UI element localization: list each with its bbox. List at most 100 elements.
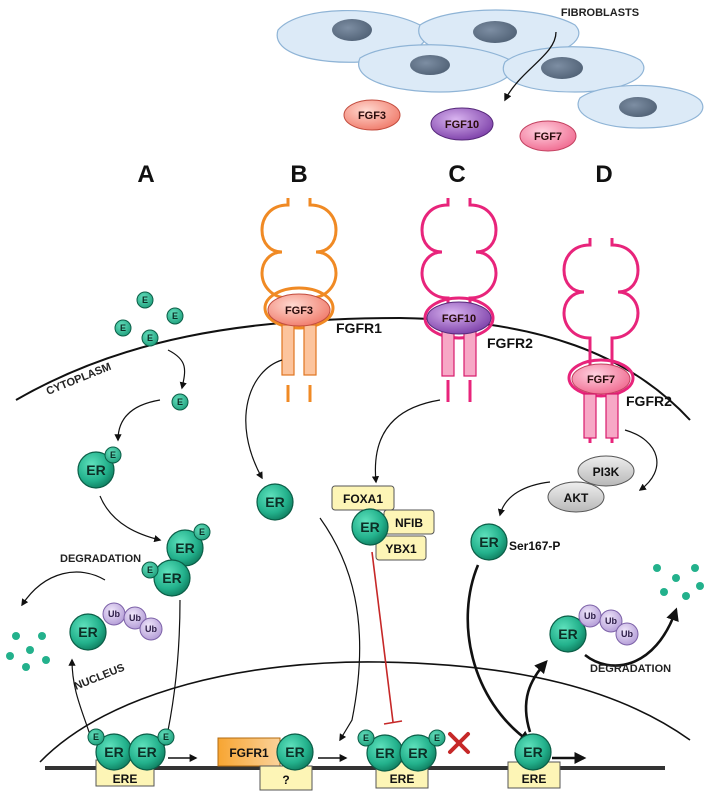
fibroblast-cluster [276,9,704,129]
fgfr1-kinase-domain [281,324,295,376]
svg-text:Ub: Ub [129,613,141,623]
cytoplasmic-er-b: ER [256,483,294,521]
svg-text:Ub: Ub [108,609,120,619]
er-dimer: ER E ER E [141,523,211,597]
svg-text:Ub: Ub [621,629,633,639]
foxa1-box: FOXA1 [331,485,395,511]
svg-text:ER: ER [360,519,379,535]
ser167-label: Ser167-P [509,539,560,553]
fgfr2-receptor-c [420,198,498,402]
svg-text:FGF7: FGF7 [534,131,562,143]
svg-text:E: E [172,311,178,321]
ubiquitinated-er-d: ER Ub Ub Ub [549,604,639,653]
svg-text:E: E [93,732,99,742]
nuclear-er-d: ER [514,733,552,771]
svg-text:ER: ER [104,744,123,760]
svg-text:FGF7: FGF7 [587,374,615,386]
svg-text:AKT: AKT [564,491,589,505]
fgfr2-label-d: FGFR2 [626,393,672,409]
svg-text:NFIB: NFIB [395,516,423,530]
svg-text:YBX1: YBX1 [385,542,417,556]
svg-text:ER: ER [523,744,542,760]
svg-text:ERE: ERE [113,772,138,786]
plasma-membrane [15,316,691,421]
er-dimer-on-ere-c: ER ER E E [357,729,446,772]
fibroblast-cell [577,84,704,129]
svg-text:E: E [120,323,126,333]
svg-text:ER: ER [558,626,577,642]
svg-text:E: E [147,565,153,575]
bound-fgf3: FGF3 [267,293,331,327]
degradation-label-a: DEGRADATION [60,553,141,565]
svg-text:FGF3: FGF3 [358,110,386,122]
panel-letter-c: C [448,161,465,188]
panel-letter-a: A [137,161,154,188]
estrogen-entry-arrow [167,349,187,390]
svg-text:ER: ER [78,624,97,640]
panel-letter-b: B [290,161,307,188]
fgfr2-kinase-domain [583,393,597,439]
er-estrogen-complex: ER E [77,446,122,489]
panel-letter-d: D [595,161,612,188]
svg-text:FGF10: FGF10 [442,313,476,325]
fgfr1-signal-arrow [245,359,283,480]
fibroblast-cell [358,44,515,93]
inhibition-line [371,551,403,725]
ybx1-box: YBX1 [375,535,427,561]
nuclear-export-arrow-d [524,660,548,733]
fgfr2-receptor-d [562,238,640,443]
bound-fgf7: FGF7 [571,363,631,395]
svg-text:ER: ER [265,494,284,510]
ligand-fgf10: FGF10 [430,107,494,141]
svg-text:FGFR1: FGFR1 [229,746,269,760]
svg-text:E: E [147,333,153,343]
svg-text:E: E [434,733,440,743]
svg-text:FGF10: FGF10 [445,119,479,131]
nuclear-er-b: ER [276,733,314,771]
degradation-arrow-a [21,571,106,607]
nuclear-envelope [39,661,691,763]
degradation-label-d: DEGRADATION [590,663,671,675]
nuclear-import-arrow-d [466,564,533,744]
nfib-box: NFIB [383,509,435,535]
free-estrogen-cluster: E E E E E [114,291,189,411]
nuclear-import-arrow-b [319,517,361,742]
fgfr2-kinase-domain [463,329,477,377]
svg-text:Ub: Ub [584,611,596,621]
svg-text:Ub: Ub [145,624,157,634]
svg-text:ER: ER [175,540,194,556]
akt-node: AKT [547,481,605,513]
svg-text:E: E [177,397,183,407]
svg-text:Ub: Ub [605,616,617,626]
ubiquitinated-er-a: ER Ub Ub Ub [69,602,163,651]
pi3k-node: PI3K [577,455,635,487]
fgfr2-kinase-domain [441,329,455,377]
svg-text:E: E [110,450,116,460]
svg-text:ERE: ERE [390,772,415,786]
blocked-transcription-icon [448,732,470,754]
er-cofactor-complex: ER [351,508,389,546]
degradation-fragments-a [6,632,50,671]
svg-text:PI3K: PI3K [593,465,620,479]
svg-text:ER: ER [137,744,156,760]
degradation-arrow-d [584,607,679,667]
svg-text:ER: ER [408,745,427,761]
fgfr2-signal-arrow-d [624,429,658,491]
svg-text:E: E [142,295,148,305]
svg-text:FGF3: FGF3 [285,305,313,317]
akt-phosphorylation-arrow [497,481,551,517]
dimerization-arrow [99,495,162,543]
svg-text:ER: ER [162,570,181,586]
svg-text:?: ? [282,773,289,787]
svg-text:E: E [199,527,205,537]
fgfr1-receptor [260,198,338,402]
bound-fgf10: FGF10 [426,301,492,335]
nuclear-fgfr1: FGFR1 [217,737,281,767]
fgfr2-signal-arrow-c [371,399,441,484]
fgfr1-kinase-domain [303,324,317,376]
er-dimer-on-ere-a: ER ER E E [87,728,175,771]
ligand-fgf7: FGF7 [519,120,577,152]
ligand-fgf3: FGF3 [343,99,401,131]
estrogen-binding-arrow [114,399,161,442]
